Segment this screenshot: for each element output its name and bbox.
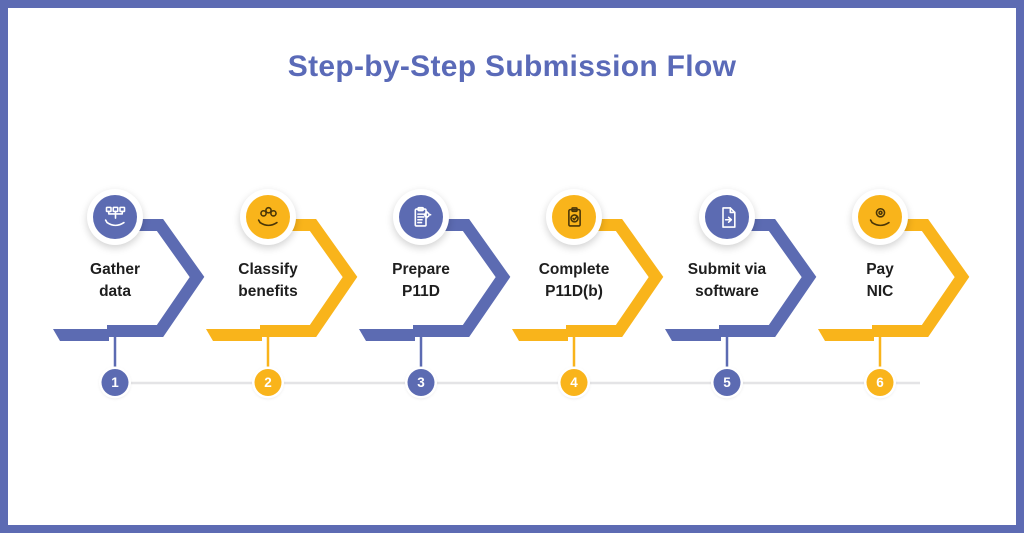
flow-step-4: Complete P11D(b) 4 (498, 180, 651, 410)
hand-holding-coins-icon (257, 206, 278, 226)
step-icon-disc (399, 195, 443, 239)
step-icon-disc (858, 195, 902, 239)
step-label-line-2: software (695, 282, 759, 300)
step-label-line-1: Gather (90, 261, 140, 278)
step-label: Gather data (39, 259, 192, 302)
step-number-badge: 1 (101, 369, 129, 396)
flow-step-6: Pay NIC 6 (804, 180, 957, 410)
step-icon-disc (93, 195, 137, 239)
chevron-shape (107, 219, 205, 337)
flow-step-1: Gather data 1 (39, 180, 192, 410)
chevron-tail (818, 329, 874, 341)
step-icon-ring (546, 189, 602, 245)
document-arrow-icon (721, 206, 736, 228)
step-number-badge: 2 (254, 369, 282, 396)
step-icon-ring (393, 189, 449, 245)
step-label-line-2: NIC (866, 282, 894, 300)
step-label-line-2: P11D (402, 282, 440, 300)
page-title: Step-by-Step Submission Flow (287, 50, 737, 83)
step-icon-ring (240, 189, 296, 245)
step-label-line-1: Pay (866, 261, 894, 278)
step-label-line-1: Classify (238, 261, 298, 278)
step-label: Submit via software (651, 259, 804, 302)
step-label: Classify benefits (192, 259, 345, 302)
flow-step-2: Classify benefits 2 (192, 180, 345, 410)
step-label-line-1: Submit via (687, 261, 767, 278)
step-number-badge: 4 (560, 369, 588, 396)
step-label: Pay NIC (804, 259, 957, 302)
step-number-badge: 3 (407, 369, 435, 396)
step-number-badge: 5 (713, 369, 741, 396)
step-label-line-1: Prepare (392, 261, 450, 278)
flow-step-5: Submit via software 5 (651, 180, 804, 410)
chevron-shape (719, 219, 817, 337)
chevron-tail (206, 329, 262, 341)
chevron-tail (665, 329, 721, 341)
step-icon-ring (87, 189, 143, 245)
chevron-tail (53, 329, 109, 341)
step-label-line-2: benefits (238, 282, 298, 300)
hand-holding-data-icon (104, 206, 125, 226)
step-label-line-1: Complete (538, 261, 610, 278)
step-label: Complete P11D(b) (498, 259, 651, 302)
chevron-tail (359, 329, 415, 341)
chevron-shape (260, 219, 358, 337)
chevron-shape (566, 219, 664, 337)
step-icon-ring (699, 189, 755, 245)
chevron-tail (512, 329, 568, 341)
clipboard-check-icon (567, 206, 581, 227)
step-icon-disc (705, 195, 749, 239)
flow-step-3: Prepare P11D 3 (345, 180, 498, 410)
step-icon-disc (552, 195, 596, 239)
chevron-shape (413, 219, 511, 337)
step-label-line-2: data (99, 282, 131, 300)
step-label-line-2: P11D(b) (545, 282, 603, 300)
step-icon-disc (246, 195, 290, 239)
step-icon-ring (852, 189, 908, 245)
step-number-badge: 6 (866, 369, 894, 396)
step-label: Prepare P11D (345, 259, 498, 302)
chevron-shape (872, 219, 970, 337)
coin-in-hand-icon (869, 207, 890, 226)
clipboard-gear-icon (414, 206, 431, 227)
